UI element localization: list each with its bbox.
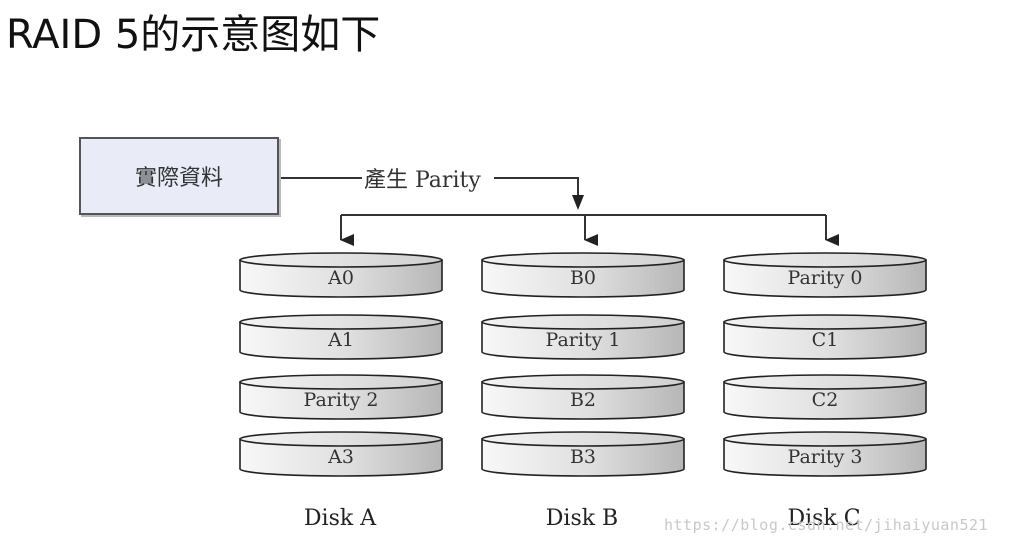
disk-block-body [481, 438, 685, 477]
disk-block-label: B2 [570, 389, 596, 411]
disk-block-top [239, 374, 443, 390]
parity-to-bus-line [494, 177, 579, 204]
disk-block: Parity 1 [481, 314, 685, 360]
disk-block-body [481, 259, 685, 298]
disk-block-body [723, 259, 927, 298]
disk-block-top [481, 314, 685, 330]
watermark: https://blog.csdn.net/jihaiyuan521 [664, 516, 989, 534]
disk-a-label: Disk A [303, 506, 377, 531]
disk-block-top [723, 374, 927, 390]
disk-block-body [239, 321, 443, 360]
disk-block-label: B0 [570, 267, 596, 289]
disk-block: B3 [481, 431, 685, 477]
disk-block-top [481, 374, 685, 390]
disk-block-body [723, 321, 927, 360]
disk-block-label: A1 [327, 329, 354, 351]
disk-block-label: Parity 3 [788, 446, 863, 468]
disk-block-top [481, 431, 685, 447]
source-data-box: 實際資料 [79, 137, 279, 215]
disk-block: B2 [481, 374, 685, 420]
disk-block-label: A0 [327, 267, 354, 289]
disk-block: Parity 3 [723, 431, 927, 477]
disk-block: C2 [723, 374, 927, 420]
disk-block-body [723, 381, 927, 420]
disk-block-label: Parity 0 [788, 267, 863, 289]
disk-block-top [723, 431, 927, 447]
disk-block: A0 [239, 252, 443, 298]
disk-block-top [723, 314, 927, 330]
disk-block-top [239, 314, 443, 330]
disk-block: B0 [481, 252, 685, 298]
disk-block-body [239, 381, 443, 420]
disk-block-label: B3 [570, 446, 596, 468]
disk-block-top [723, 252, 927, 268]
parity-arrow-head [572, 195, 584, 210]
disk-block-label: Parity 1 [546, 329, 621, 351]
disk-block: A1 [239, 314, 443, 360]
disk-block-body [481, 381, 685, 420]
disk-block-top [239, 252, 443, 268]
disk-block-body [239, 438, 443, 477]
disk-block-top [239, 431, 443, 447]
page-title: RAID 5的示意图如下 [6, 12, 381, 58]
generate-parity-label: 產生 Parity [362, 162, 483, 194]
disk-block-label: A3 [327, 446, 354, 468]
disk-block-label: C1 [812, 329, 839, 351]
disk-block: Parity 2 [239, 374, 443, 420]
disk-block-body [723, 438, 927, 477]
disk-block-body [239, 259, 443, 298]
disk-block: Parity 0 [723, 252, 927, 298]
disk-block: C1 [723, 314, 927, 360]
disk-block-top [481, 252, 685, 268]
disk-block: A3 [239, 431, 443, 477]
disk-block-body [481, 321, 685, 360]
disk-c-label: Disk C [787, 506, 861, 531]
disk-b-label: Disk B [545, 506, 619, 531]
disk-block-label: C2 [812, 389, 839, 411]
disk-block-label: Parity 2 [304, 389, 379, 411]
